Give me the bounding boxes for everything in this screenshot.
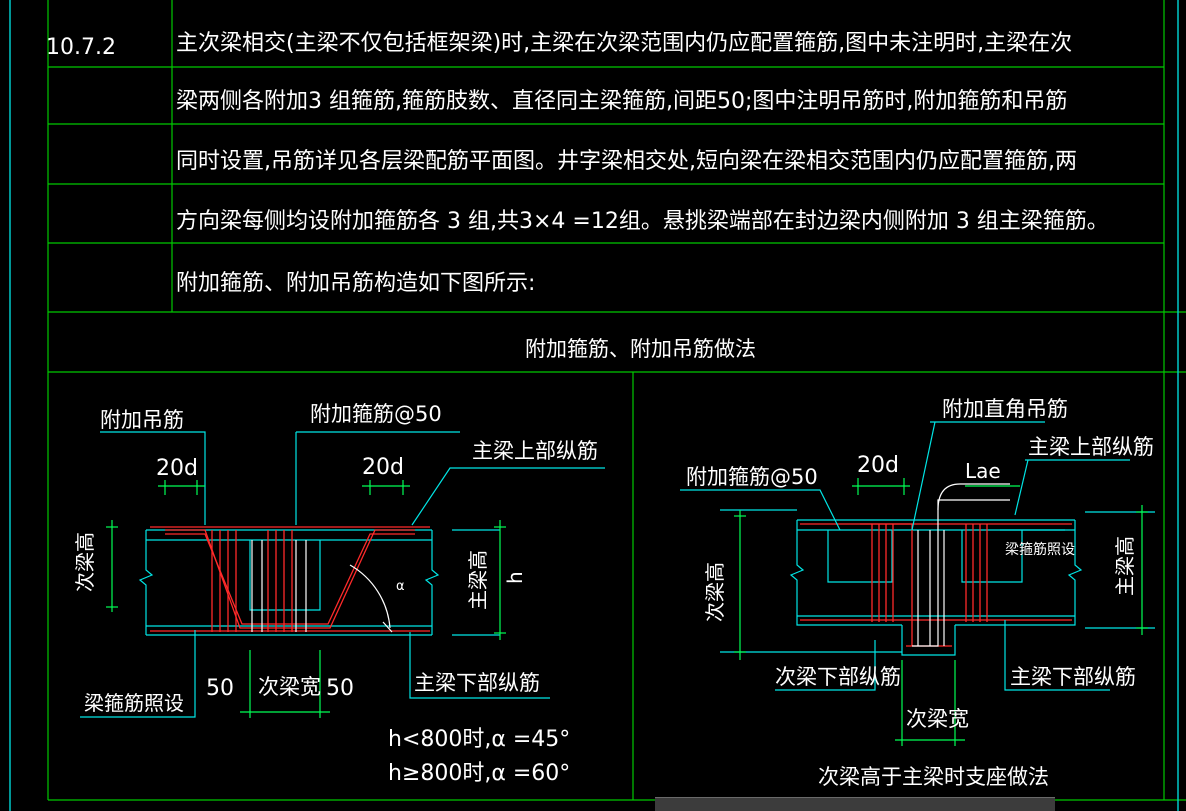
right-label-secondary-bottom: 次梁下部纵筋 xyxy=(775,665,901,689)
right-beam-outline xyxy=(789,519,1083,656)
left-label-main-height: 主梁高 xyxy=(466,550,490,610)
paragraph-line-2: 梁两侧各附加3 组箍筋,箍筋肢数、直径同主梁箍筋,间距50;图中注明吊筋时,附加… xyxy=(176,89,1067,114)
left-leaders xyxy=(80,431,605,718)
left-label-h: h xyxy=(503,571,527,584)
paragraph-line-1: 主次梁相交(主梁不仅包括框架梁)时,主梁在次梁范围内仍应配置箍筋,图中未注明时,… xyxy=(176,31,1072,56)
left-beam-outline xyxy=(138,529,440,636)
left-label-secondary-width: 次梁宽 xyxy=(258,675,321,699)
right-label-main-height: 主梁高 xyxy=(1113,536,1137,596)
right-label-main-bottom: 主梁下部纵筋 xyxy=(1010,665,1136,689)
table-grid xyxy=(47,0,1186,801)
left-label-secondary-height: 次梁高 xyxy=(73,532,97,592)
right-label-stirrup: 附加箍筋@50 xyxy=(686,465,818,489)
left-rebars xyxy=(150,526,430,633)
left-dim-50-left: 50 xyxy=(206,676,234,701)
right-dim-20d: 20d xyxy=(857,453,899,478)
right-label-secondary-width: 次梁宽 xyxy=(906,707,969,731)
right-label-stirrup-per: 梁箍筋照设 xyxy=(1005,541,1075,558)
left-border xyxy=(9,0,1179,811)
right-label-secondary-height: 次梁高 xyxy=(703,562,727,622)
left-label-main-top: 主梁上部纵筋 xyxy=(472,439,598,463)
right-label-main-top: 主梁上部纵筋 xyxy=(1028,435,1154,459)
right-label-angle-hanger: 附加直角吊筋 xyxy=(942,397,1068,421)
left-dimensions xyxy=(106,480,506,718)
left-note-line-2: h≥800时,α =60° xyxy=(388,761,570,786)
right-rebars xyxy=(800,483,1072,647)
paragraph-line-3: 同时设置,吊筋详见各层梁配筋平面图。井字梁相交处,短向梁在梁相交范围内仍应配置箍… xyxy=(176,149,1077,174)
left-label-hanger: 附加吊筋 xyxy=(100,408,184,432)
right-detail: 附加直角吊筋 主梁上部纵筋 20d Lae 附加箍筋@50 梁箍筋照设 次梁高 … xyxy=(680,397,1155,789)
right-label-lae: Lae xyxy=(965,459,1001,483)
paragraph-line-5: 附加箍筋、附加吊筋构造如下图所示: xyxy=(176,271,535,296)
table-title: 附加箍筋、附加吊筋做法 xyxy=(525,337,756,361)
right-dimensions xyxy=(734,478,1148,746)
left-dim-50-right: 50 xyxy=(326,676,354,701)
left-dim-20d-right: 20d xyxy=(362,455,404,480)
clause-number: 10.7.2 xyxy=(46,35,116,60)
left-label-alpha: α xyxy=(396,579,405,594)
left-detail: 附加吊筋 附加箍筋@50 主梁上部纵筋 20d 20d 次梁高 主梁高 h α … xyxy=(73,402,605,786)
right-leaders xyxy=(680,421,1155,691)
left-dim-20d-left: 20d xyxy=(156,456,198,481)
paragraph-line-4: 方向梁每侧均设附加箍筋各 3 组,共3×4 =12组。悬挑梁端部在封边梁内侧附加… xyxy=(176,209,1109,234)
left-label-main-bottom: 主梁下部纵筋 xyxy=(414,671,540,695)
status-bar[interactable] xyxy=(655,797,1055,811)
left-note-line-1: h<800时,α =45° xyxy=(388,727,570,752)
left-label-stirrup: 附加箍筋@50 xyxy=(310,402,442,426)
right-caption: 次梁高于主梁时支座做法 xyxy=(818,765,1049,789)
left-label-stirrup-per: 梁箍筋照设 xyxy=(84,691,184,715)
